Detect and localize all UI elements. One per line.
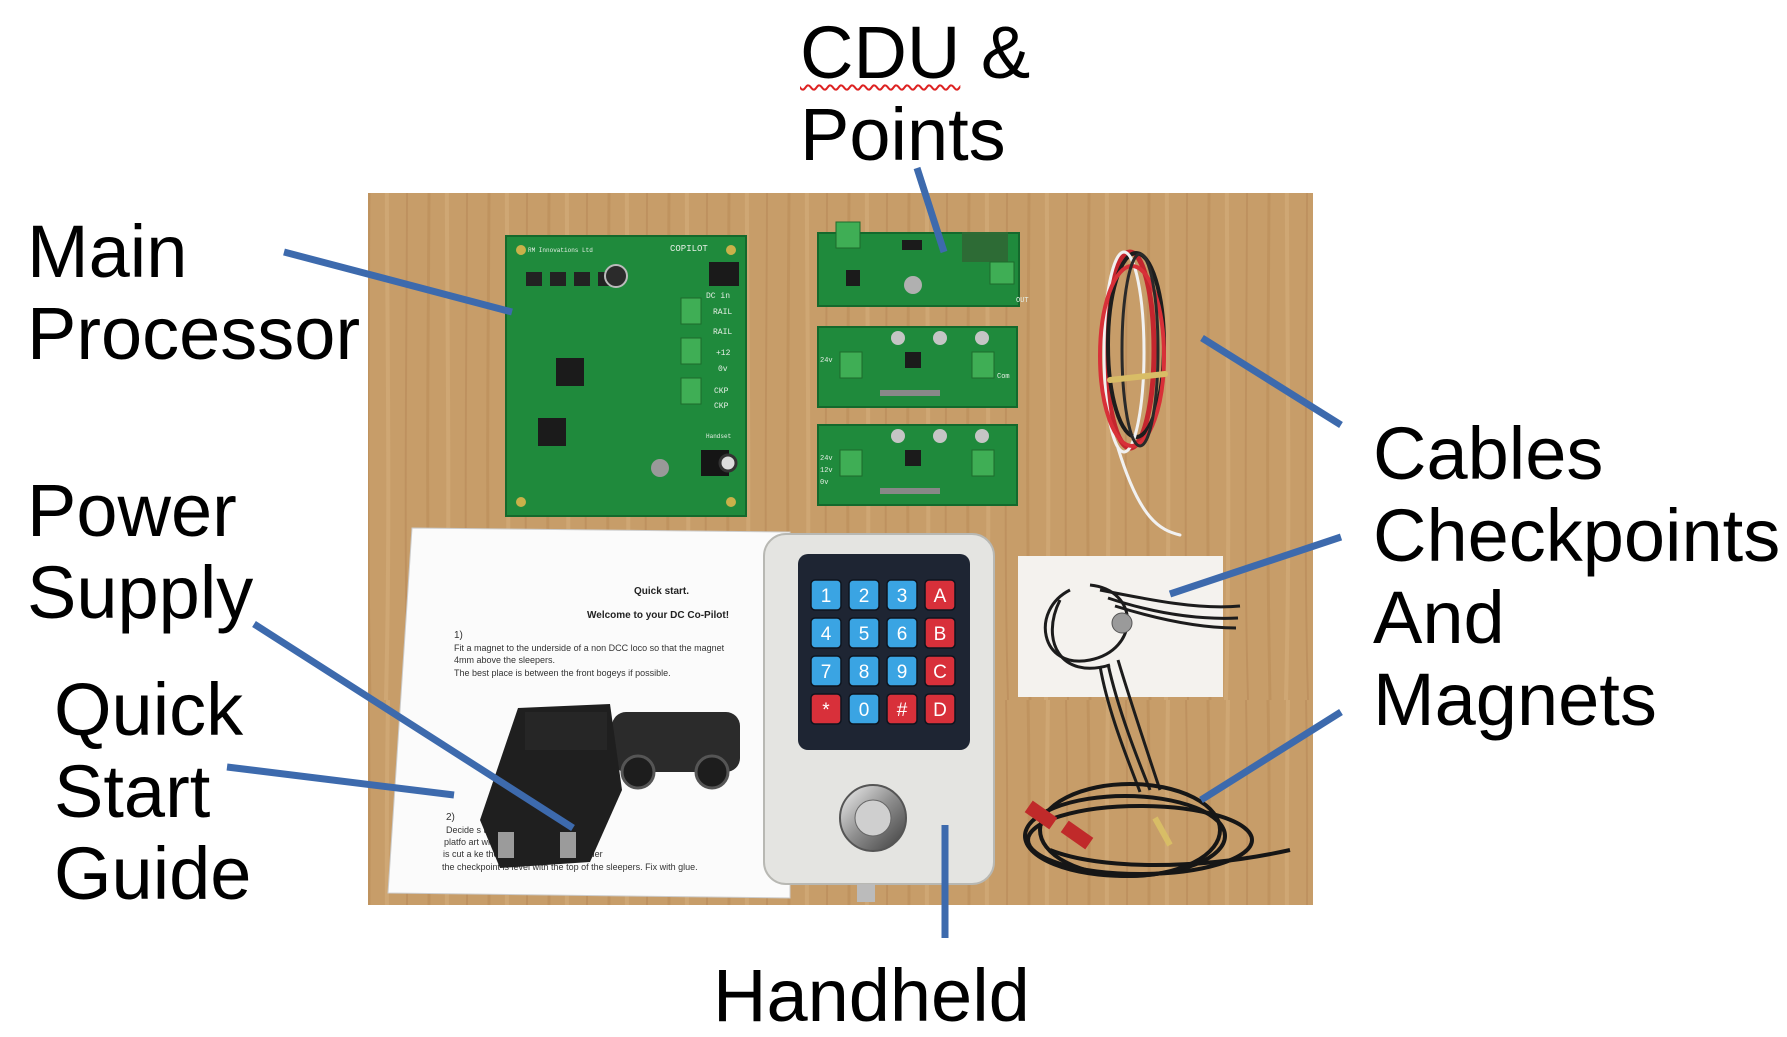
pointer-power-supply (252, 621, 575, 831)
pointer-main-processor (283, 248, 513, 316)
keypad-key-3[interactable]: 3 (886, 579, 918, 611)
doc-step1-line3: The best place is between the front boge… (454, 668, 671, 678)
label-main-processor-line1: Main (27, 210, 188, 293)
doc-step1-num: 1) (454, 630, 463, 641)
pcb-ckp-1: CKP (714, 387, 729, 396)
keypad-key-label: 3 (897, 586, 908, 607)
handheld-unit: 1 2 3 A 4 5 6 B 7 8 9 C * 0 # D (763, 533, 995, 902)
keypad-key-label: 4 (821, 624, 832, 645)
label-cdu-line1-cdu: CDU (800, 11, 961, 94)
keypad-key-label: 7 (821, 662, 832, 683)
pcb-24v-2: 24v (820, 455, 833, 463)
keypad: 1 2 3 A 4 5 6 B 7 8 9 C * 0 # D (810, 579, 956, 725)
label-handheld: Handheld (713, 955, 1030, 1037)
pcb-handset: Handset (706, 433, 731, 440)
keypad-key-label: 6 (897, 624, 908, 645)
keypad-key-label: C (933, 662, 947, 683)
pointer-magnets (1199, 709, 1343, 803)
label-cables-line2: Checkpoints (1373, 494, 1781, 577)
phono-cable (1023, 782, 1291, 878)
pcb-board-title: COPILOT (670, 244, 708, 254)
cdu-board: OUT (817, 221, 1029, 307)
label-quick-start-line1: Quick (54, 668, 244, 751)
label-power-supply-line1: Power (27, 469, 237, 552)
keypad-key-label: 1 (821, 586, 832, 607)
pointer-cables (1200, 335, 1343, 428)
keypad-key-star[interactable]: * (810, 693, 842, 725)
pcb-dc-in: DC in (706, 292, 730, 301)
keypad-key-label: 2 (859, 586, 870, 607)
label-cdu-line2: Points (800, 93, 1006, 176)
keypad-key-label: 5 (859, 624, 870, 645)
pcb-0v: 0v (718, 365, 728, 374)
doc-step1-line1: Fit a magnet to the underside of a non D… (454, 643, 725, 653)
keypad-key-4[interactable]: 4 (810, 617, 842, 649)
keypad-key-1[interactable]: 1 (810, 579, 842, 611)
keypad-key-label: 8 (859, 662, 870, 683)
keypad-key-5[interactable]: 5 (848, 617, 880, 649)
label-power-supply-line2: Supply (27, 551, 254, 634)
label-cables-line4: Magnets (1373, 658, 1657, 741)
doc-step2-line4: the checkpoint is level with the top of … (442, 862, 698, 872)
pcb-rail-1: RAIL (713, 308, 732, 317)
main-processor-board: COPILOT RM Innovations Ltd DC in RAIL RA… (505, 235, 747, 517)
keypad-key-label: # (897, 700, 908, 721)
keypad-key-label: * (822, 700, 830, 721)
magnet (1111, 612, 1133, 634)
doc-title: Quick start. (634, 586, 689, 597)
keypad-key-hash[interactable]: # (886, 693, 918, 725)
label-handheld-text: Handheld (713, 954, 1030, 1037)
label-power-supply: Power Supply (27, 470, 253, 634)
points-board-2: 24v 12v 0v (817, 424, 1018, 506)
keypad-key-B[interactable]: B (924, 617, 956, 649)
keypad-key-A[interactable]: A (924, 579, 956, 611)
label-main-processor: Main Processor (27, 211, 360, 375)
pcb-com-1: Com (997, 373, 1010, 381)
label-quick-start-line3: Guide (54, 832, 252, 915)
pointer-cdu (913, 166, 948, 254)
keypad-key-label: B (934, 624, 947, 645)
doc-step1-line2: 4mm above the sleepers. (454, 655, 555, 665)
keypad-key-label: 0 (859, 700, 870, 721)
pcb-board-maker: RM Innovations Ltd (528, 247, 593, 254)
keypad-key-label: 9 (897, 662, 908, 683)
keypad-key-8[interactable]: 8 (848, 655, 880, 687)
keypad-key-9[interactable]: 9 (886, 655, 918, 687)
doc-step2-num: 2) (446, 812, 455, 823)
pcb-ckp-2: CKP (714, 402, 729, 411)
label-cables-line1: Cables (1373, 412, 1604, 495)
label-quick-start-guide: Quick Start Guide (54, 669, 251, 915)
pcb-12v-2: 12v (820, 467, 833, 475)
label-cables-line3: And (1373, 576, 1505, 659)
photo: COPILOT RM Innovations Ltd DC in RAIL RA… (368, 193, 1313, 905)
pcb-12v: +12 (716, 349, 731, 358)
label-cables-checkpoints-magnets: Cables Checkpoints And Magnets (1373, 413, 1780, 741)
locomotive-chassis (612, 712, 740, 790)
power-supply-plug (480, 704, 622, 868)
cable-coil (1098, 249, 1182, 537)
keypad-key-C[interactable]: C (924, 655, 956, 687)
pointer-quick-start (226, 763, 455, 799)
pcb-0v-2: 0v (820, 479, 828, 487)
pcb-24v-1: 24v (820, 357, 833, 365)
points-board-1: 24v Com (817, 326, 1018, 408)
pointer-lines (226, 166, 1343, 938)
label-quick-start-line2: Start (54, 750, 211, 833)
keypad-key-7[interactable]: 7 (810, 655, 842, 687)
doc-welcome: Welcome to your DC Co-Pilot! (587, 610, 729, 621)
label-cdu-line1-ampersand: & (960, 11, 1031, 94)
pointer-checkpoints (1168, 533, 1343, 598)
keypad-key-D[interactable]: D (924, 693, 956, 725)
keypad-key-label: A (934, 586, 947, 607)
keypad-key-label: D (933, 700, 947, 721)
keypad-key-6[interactable]: 6 (886, 617, 918, 649)
keypad-key-0[interactable]: 0 (848, 693, 880, 725)
checkpoints-card (1018, 556, 1241, 793)
label-main-processor-line2: Processor (27, 292, 361, 375)
pcb-out: OUT (1016, 297, 1029, 305)
label-cdu-points: CDU & Points (800, 12, 1030, 176)
keypad-key-2[interactable]: 2 (848, 579, 880, 611)
pcb-rail-2: RAIL (713, 328, 732, 337)
